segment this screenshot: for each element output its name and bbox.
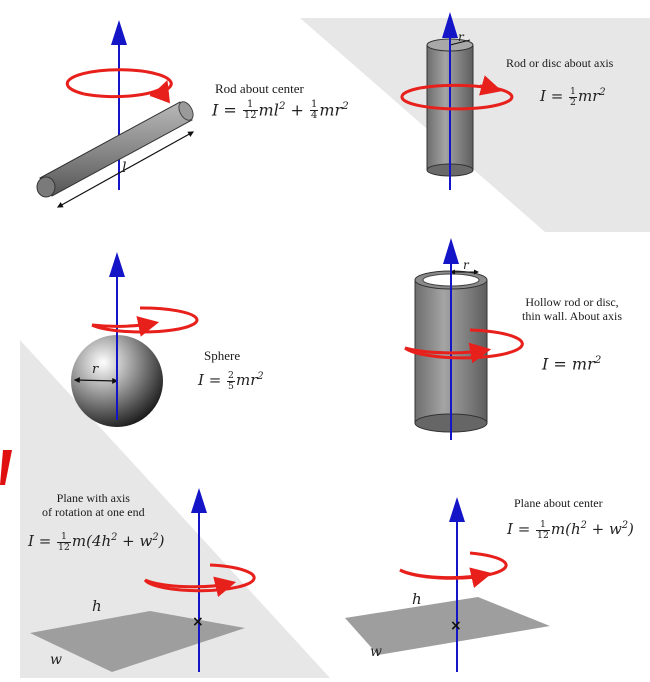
background-region-top-strip xyxy=(20,0,650,18)
rotation-arrow-front xyxy=(419,75,503,96)
rod-center-label: Rod about center xyxy=(215,81,304,96)
axis-arrowhead xyxy=(443,238,459,264)
rotation-arrow-front xyxy=(91,316,160,337)
rotation-arrow xyxy=(400,84,514,111)
radius-line xyxy=(449,39,471,46)
plane-center-figure: × xyxy=(345,497,550,672)
rod-far-cap xyxy=(178,101,194,121)
plane-center-label: Plane about center xyxy=(514,496,603,510)
axis-arrowhead xyxy=(449,497,465,522)
length-symbol: l xyxy=(122,160,127,176)
hollow-rod-label-line1: Hollow rod or disc, xyxy=(525,295,619,309)
pivot-marker: × xyxy=(450,618,462,634)
rotation-arrow xyxy=(404,328,524,360)
rotation-arrow-back xyxy=(65,68,173,97)
rotation-arrow xyxy=(143,563,256,593)
axis-arrowhead xyxy=(111,20,127,45)
rod-center-figure xyxy=(36,20,195,208)
rod-end-cap xyxy=(36,176,56,198)
rotation-arrow-front xyxy=(399,567,493,588)
solid-cylinder-figure xyxy=(400,12,514,190)
plane-end-label-line1: Plane with axis xyxy=(56,491,130,505)
plane-end-label: Plane with axis of rotation at one end xyxy=(42,491,145,520)
rotation-arrow-front xyxy=(404,342,492,364)
rotation-arrow-front xyxy=(83,80,170,104)
hollow-rod-label-line2: thin wall. About axis xyxy=(522,308,622,323)
radius-line xyxy=(73,377,119,384)
hollow-cylinder-figure xyxy=(404,238,524,440)
length-dimension xyxy=(56,131,195,208)
rod-disc-axis-label: Rod or disc about axis xyxy=(506,56,614,70)
sphere-figure xyxy=(71,252,199,427)
plane-end-h-symbol: h xyxy=(92,597,102,615)
cylinder-radius-symbol: r xyxy=(458,30,464,44)
plane-end-w-symbol: w xyxy=(50,652,62,668)
rotation-arrow-front xyxy=(144,576,237,598)
plane-surface xyxy=(345,597,550,655)
sphere-radius-symbol: r xyxy=(92,362,99,377)
hollow-rod-formula: I = mr2 xyxy=(542,354,602,374)
edge-mark xyxy=(0,450,12,485)
axis-arrowhead xyxy=(109,252,125,277)
axis-arrowhead xyxy=(191,488,207,513)
plane-center-w-symbol: w xyxy=(370,644,382,660)
pivot-marker: × xyxy=(192,614,204,630)
hollow-radius-symbol: r xyxy=(463,258,469,272)
plane-surface xyxy=(30,611,245,672)
background-region-bottom-left xyxy=(20,340,330,678)
plane-end-figure: × xyxy=(30,488,256,672)
axis-arrowhead xyxy=(442,12,458,38)
sphere-label: Sphere xyxy=(204,348,241,363)
background-region-top-right xyxy=(300,18,650,232)
hollow-rod-label: Hollow rod or disc, thin wall. About axi… xyxy=(522,295,622,324)
plane-end-label-line2: of rotation at one end xyxy=(42,504,145,519)
plane-center-h-symbol: h xyxy=(412,590,422,608)
rod-body xyxy=(39,101,193,197)
rotation-arrow xyxy=(91,306,199,334)
